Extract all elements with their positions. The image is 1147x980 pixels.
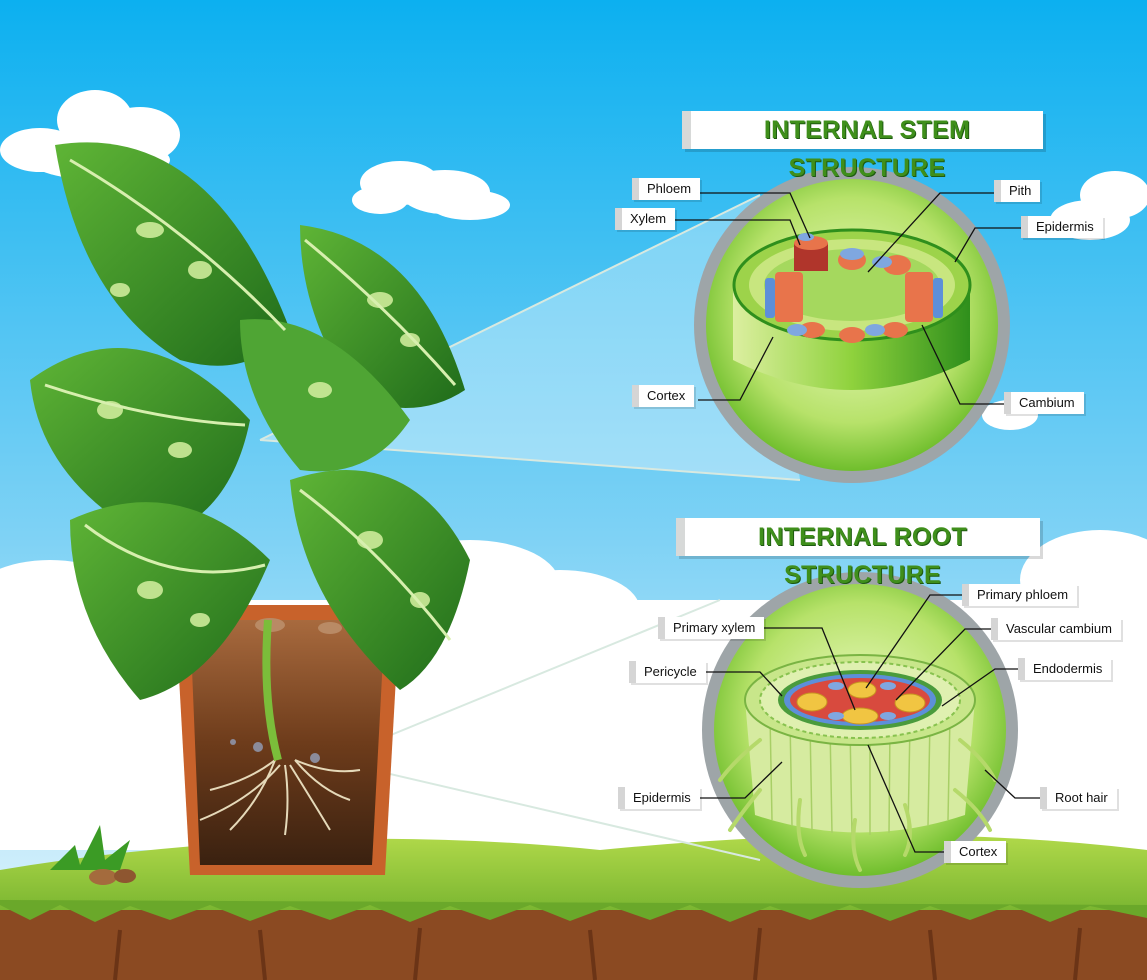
soil-stripes: [113, 927, 1082, 980]
root-section-title: INTERNAL ROOT STRUCTURE: [676, 518, 1040, 589]
root-label-pericycle: Pericycle: [629, 661, 706, 683]
stem-label-xylem: Xylem: [615, 208, 676, 230]
soil-cross-section: [0, 910, 1147, 980]
root-cross-section: [702, 572, 1018, 888]
root-zoom-lines: [329, 599, 761, 861]
stem-label-cambium: Cambium: [1004, 392, 1084, 414]
root-label-epidermis: Epidermis: [618, 787, 700, 809]
stem-label-cortex: Cortex: [632, 385, 695, 407]
stem-section-title: INTERNAL STEM STRUCTURE: [682, 111, 1043, 182]
stem-vascular-bundles: [765, 248, 943, 343]
grass-tuft: [50, 825, 136, 885]
stem-leader-lines: [673, 192, 1025, 405]
stem-cross-section: [694, 167, 1010, 483]
root-label-primary-phloem: Primary phloem: [962, 584, 1078, 606]
root-label-primary-xylem: Primary xylem: [658, 617, 765, 639]
plant-stem: [262, 619, 282, 762]
stem-label-pith: Pith: [994, 180, 1041, 202]
root-zoom-beam: [330, 600, 720, 830]
root-leader-lines: [690, 594, 1045, 853]
plant-roots: [199, 759, 361, 836]
root-label-root-hair: Root hair: [1040, 787, 1117, 809]
root-label-endodermis: Endodermis: [1018, 658, 1112, 680]
plant-leaves: [30, 142, 470, 700]
plant-pot: [175, 605, 400, 875]
root-label-vascular-cambium: Vascular cambium: [991, 618, 1121, 640]
stem-label-epidermis: Epidermis: [1021, 216, 1103, 238]
root-label-cortex: Cortex: [944, 841, 1007, 863]
root-hairs: [718, 738, 997, 872]
stem-label-phloem: Phloem: [632, 178, 701, 200]
stem-xylem-plug: [794, 233, 828, 271]
grass-edge: [0, 900, 1147, 922]
